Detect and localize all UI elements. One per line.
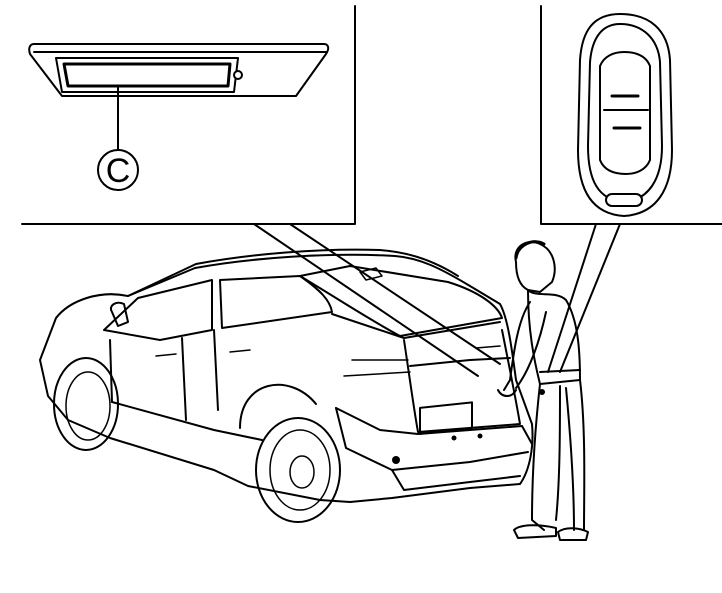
tailgate-switch-icon — [28, 43, 330, 97]
callout-circle — [97, 149, 139, 191]
callout-label: C — [106, 152, 131, 190]
car-illustration — [39, 248, 534, 523]
person-illustration — [497, 240, 589, 541]
key-fob-inset — [540, 5, 722, 373]
key-fob-icon — [577, 13, 673, 217]
switch-detail-inset: C — [21, 5, 501, 377]
